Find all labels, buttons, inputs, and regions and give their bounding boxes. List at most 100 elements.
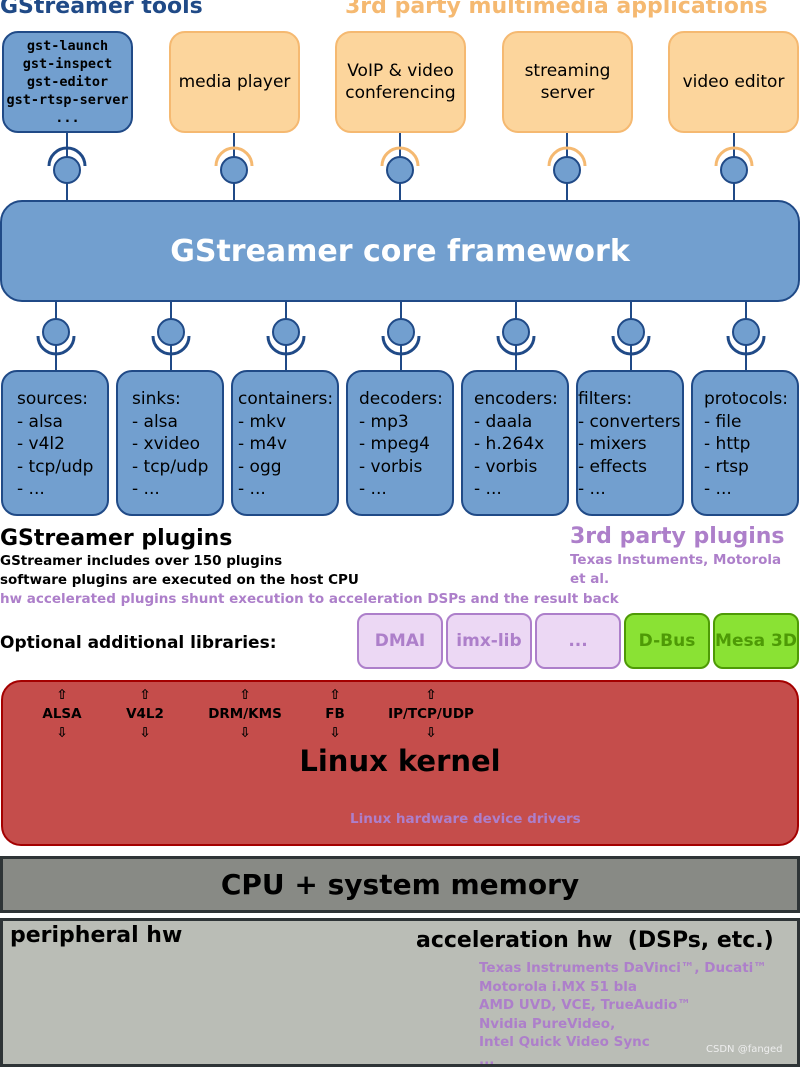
- kernel-drivers-label: Linux hardware device drivers: [350, 811, 581, 827]
- socket-cup-icon: [547, 146, 587, 167]
- socket-ball-icon: [42, 318, 70, 346]
- socket-ball-icon: [220, 156, 248, 184]
- socket-cup-icon: [714, 146, 754, 167]
- up-arrow-icon: ⇧: [239, 687, 251, 703]
- vendor-line: AMD UVD, VCE, TrueAudio™: [479, 997, 691, 1013]
- plugin-title: protocols:: [704, 389, 788, 409]
- plugin-item: - mpeg4: [359, 434, 430, 454]
- plugin-title: sources:: [17, 389, 89, 409]
- plugins-info-line1: GStreamer includes over 150 plugins: [0, 553, 283, 569]
- app-label: VoIP & video: [347, 61, 454, 81]
- socket-cup-icon: [151, 335, 191, 356]
- plugin-box-containers: containers:- mkv- m4v- ogg- ...: [231, 370, 339, 516]
- peripheral-hw-label: peripheral hw: [10, 923, 183, 948]
- down-arrow-icon: ⇩: [56, 725, 68, 741]
- down-arrow-icon: ⇩: [425, 725, 437, 741]
- down-arrow-icon: ⇩: [139, 725, 151, 741]
- up-arrow-icon: ⇧: [329, 687, 341, 703]
- third-party-plugins-line1: Texas Instuments, Motorola: [570, 552, 782, 568]
- kernel-interface-alsa: ⇧ ALSA ⇩: [32, 686, 92, 743]
- kernel-interface-ip-tcp-udp: ⇧ IP/TCP/UDP ⇩: [376, 686, 486, 743]
- tool-more: ...: [55, 110, 80, 126]
- socket-ball-icon: [387, 318, 415, 346]
- interface-label: IP/TCP/UDP: [388, 706, 474, 722]
- apps-header: 3rd party multimedia applications: [345, 0, 768, 19]
- tool-gst-launch: gst-launch: [26, 38, 109, 54]
- socket-ball-icon: [386, 156, 414, 184]
- lib-dmai: DMAI: [357, 613, 443, 669]
- app-label: video editor: [682, 72, 785, 92]
- plugin-title: containers:: [238, 389, 334, 409]
- up-arrow-icon: ⇧: [56, 687, 68, 703]
- down-arrow-icon: ⇩: [329, 725, 341, 741]
- lib-more: ...: [535, 613, 621, 669]
- socket-ball-icon: [553, 156, 581, 184]
- gstreamer-tools-box: gst-launch gst-inspect gst-editor gst-rt…: [2, 31, 133, 133]
- socket-cup-icon: [611, 335, 651, 356]
- app-label: conferencing: [345, 83, 456, 103]
- vendor-line: Motorola i.MX 51 bla: [479, 979, 637, 995]
- plugin-item: - http: [704, 434, 751, 454]
- tool-gst-inspect: gst-inspect: [22, 56, 113, 72]
- tools-header: GStreamer tools: [0, 0, 203, 19]
- interface-label: V4L2: [126, 706, 164, 722]
- lib-d-bus: D-Bus: [624, 613, 710, 669]
- socket-cup-icon: [381, 335, 421, 356]
- down-arrow-icon: ⇩: [239, 725, 251, 741]
- watermark: CSDN @fanged: [706, 1044, 783, 1055]
- socket-ball-icon: [272, 318, 300, 346]
- plugin-item: - alsa: [17, 411, 63, 432]
- plugin-item: - mkv: [238, 411, 287, 432]
- plugin-item: - alsa: [132, 411, 178, 432]
- plugin-title: sinks:: [132, 389, 181, 409]
- socket-ball-icon: [502, 318, 530, 346]
- third-party-plugins-heading: 3rd party plugins: [570, 524, 785, 549]
- lib-label: D-Bus: [638, 631, 696, 651]
- socket-cup-icon: [47, 146, 87, 167]
- plugins-heading: GStreamer plugins: [0, 526, 233, 551]
- plugin-item: - ...: [704, 479, 732, 499]
- plugin-item: - mp3: [359, 411, 409, 432]
- kernel-interface-fb: ⇧ FB ⇩: [315, 686, 355, 743]
- interface-label: FB: [325, 706, 345, 722]
- app-media-player: media player: [169, 31, 300, 133]
- plugin-item: - file: [704, 411, 742, 432]
- plugin-item: - h.264x: [474, 434, 545, 454]
- socket-cup-icon: [726, 335, 766, 356]
- lib-label: Mesa 3D: [715, 631, 797, 651]
- socket-ball-icon: [732, 318, 760, 346]
- plugins-info-line3: hw accelerated plugins shunt execution t…: [0, 591, 619, 607]
- vendor-line: Intel Quick Video Sync: [479, 1034, 650, 1050]
- app-label: server: [540, 83, 595, 103]
- kernel-interface-drm-kms: ⇧ DRM/KMS ⇩: [195, 686, 295, 743]
- vendor-line: Nvidia PureVideo,: [479, 1016, 616, 1032]
- socket-cup-icon: [214, 146, 254, 167]
- plugin-item: - ...: [132, 479, 160, 499]
- plugin-item: - converters: [578, 411, 681, 432]
- plugin-item: - ogg: [238, 456, 282, 477]
- plugin-box-decoders: decoders:- mp3- mpeg4- vorbis- ...: [346, 370, 454, 516]
- plugin-item: - ...: [474, 479, 502, 499]
- kernel-title: Linux kernel: [299, 744, 501, 778]
- app-video-editor: video editor: [668, 31, 799, 133]
- kernel-interface-v4l2: ⇧ V4L2 ⇩: [115, 686, 175, 743]
- plugin-box-sinks: sinks:- alsa- xvideo- tcp/udp- ...: [116, 370, 224, 516]
- plugin-box-sources: sources:- alsa- v4l2- tcp/udp- ...: [1, 370, 109, 516]
- plugin-box-protocols: protocols:- file- http- rtsp- ...: [691, 370, 799, 516]
- plugin-item: - ...: [359, 479, 387, 499]
- app-voip-video-conferencing: VoIP & video conferencing: [335, 31, 466, 133]
- lib-mesa-3d: Mesa 3D: [713, 613, 799, 669]
- app-label: streaming: [524, 61, 611, 81]
- tool-gst-rtsp-server: gst-rtsp-server: [6, 92, 129, 108]
- up-arrow-icon: ⇧: [425, 687, 437, 703]
- cpu-system-memory: CPU + system memory: [0, 856, 800, 913]
- socket-ball-icon: [53, 156, 81, 184]
- vendor-line: ...: [479, 1052, 495, 1068]
- socket-cup-icon: [380, 146, 420, 167]
- plugin-item: - effects: [578, 456, 648, 477]
- linux-kernel-box: [1, 680, 799, 846]
- socket-cup-icon: [266, 335, 306, 356]
- gstreamer-core-framework: GStreamer core framework: [0, 200, 800, 302]
- plugin-title: decoders:: [359, 389, 443, 409]
